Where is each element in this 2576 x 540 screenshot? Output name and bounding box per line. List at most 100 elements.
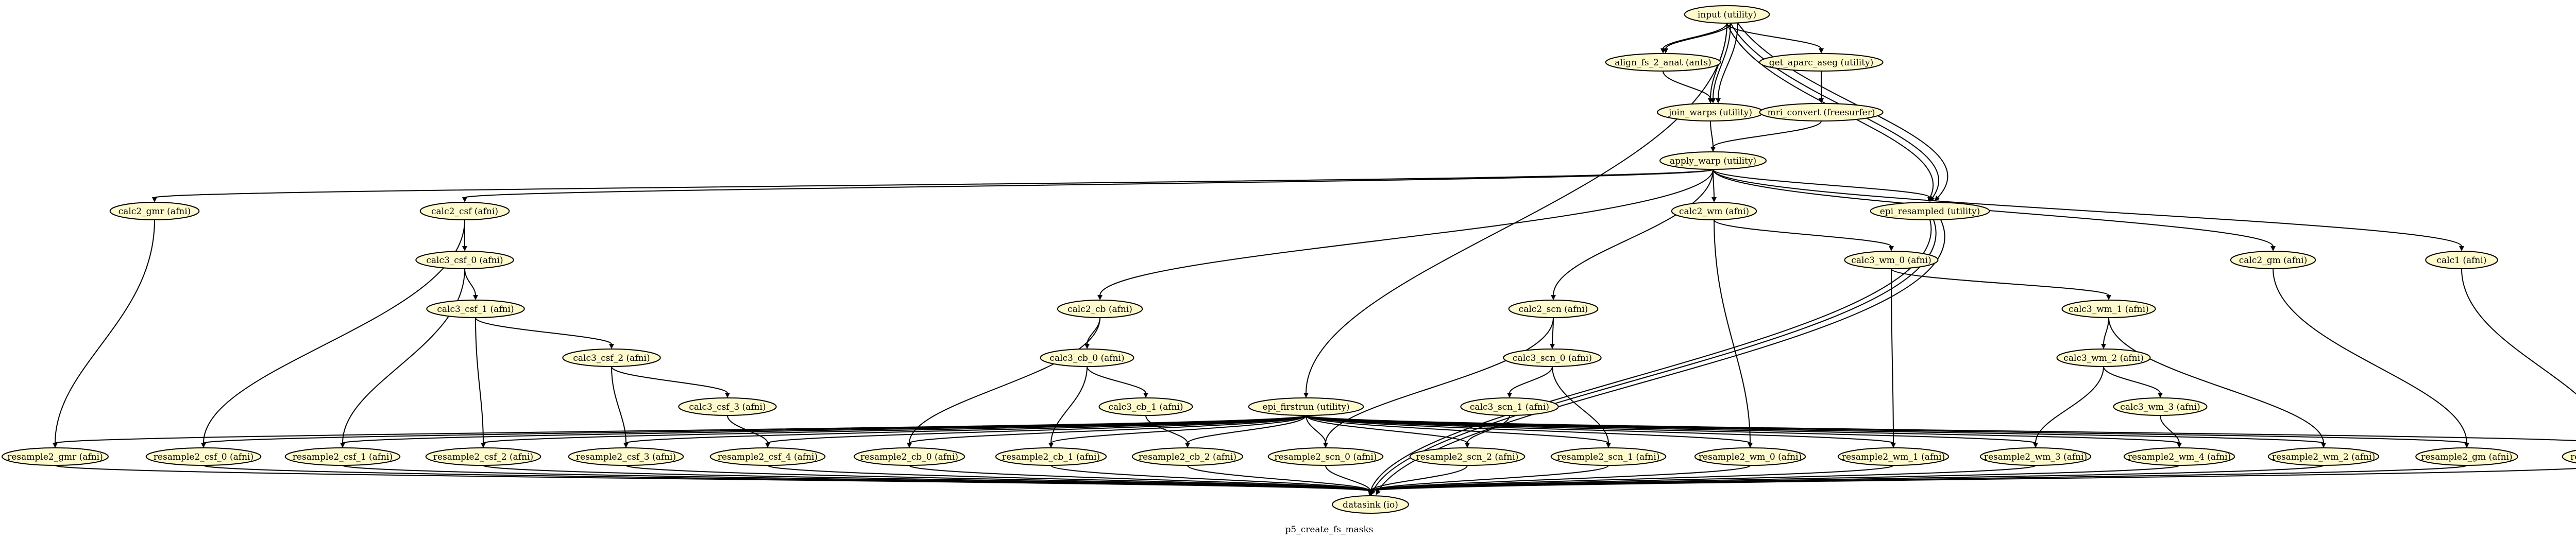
node-ellipse: [1837, 447, 1950, 466]
node-mri-convert: mri_convert (freesurfer): [1759, 103, 1884, 121]
edge-calc3_cb_0-to-rs_cb_1: [1050, 366, 1088, 444]
edge-rs_wm_3-to-datasink: [1370, 465, 2036, 492]
node-get-aparc: get_aparc_aseg (utility): [1759, 53, 1884, 72]
arrowhead-calc3_scn_0-to-calc3_scn_1: [1507, 393, 1512, 398]
node-label: get_aparc_aseg (utility): [1769, 58, 1874, 68]
edge-calc3_wm_3-to-rs_wm_4: [2160, 415, 2180, 444]
arrowhead-epi_firstrun-to-rs_gm: [2464, 443, 2469, 448]
edge-apply_warp-to-calc2_gm: [1713, 169, 2274, 247]
node-calc3-cb-1: calc3_cb_1 (afni): [1098, 397, 1193, 416]
node-rs-scn-2: resample2_scn_2 (afni): [1409, 447, 1526, 466]
node-label: calc2_scn (afni): [1519, 304, 1588, 315]
node-label: calc3_cb_0 (afni): [1049, 353, 1124, 363]
arrowhead-epi_firstrun-to-rs_cb_1: [1048, 443, 1054, 448]
node-label: resample2_scn_1 (afni): [1557, 452, 1660, 462]
node-ellipse: [1460, 397, 1559, 416]
arrowhead-mri_convert-to-apply_warp: [1710, 147, 1716, 152]
arrowhead-epi_firstrun-to-rs_cb_0: [907, 443, 912, 448]
node-label: resample2_wm_2 (afni): [2272, 452, 2375, 462]
edge-rs_scn_1-to-datasink: [1370, 465, 1609, 492]
node-label: resample2_scn_0 (afni): [1275, 452, 1377, 462]
arrowhead-apply_warp-to-calc2_scn: [1551, 295, 1556, 300]
edge-input-to-join_warps: [1713, 23, 1731, 99]
node-ellipse: [1332, 495, 1409, 514]
node-label: calc2_gmr (afni): [118, 206, 191, 217]
arrowhead-apply_warp-to-calc2_gm: [2270, 246, 2276, 251]
edge-calc3_cb_1-to-rs_cb_2: [1145, 415, 1188, 444]
node-ellipse: [1057, 300, 1143, 318]
node-label: resample2_csf_2 (afni): [433, 452, 533, 462]
edge-calc3_csf_1-to-rs_csf_2: [475, 317, 484, 444]
node-label: resample2_scn_2 (afni): [1416, 452, 1519, 462]
node-ellipse: [1098, 397, 1193, 416]
edge-calc3_csf_1-to-calc3_csf_2: [475, 317, 612, 345]
node-label: epi_resampled (utility): [1880, 206, 1980, 217]
node-label: calc1 (afni): [2437, 255, 2487, 266]
edge-epi_firstrun-to-rs_scn_0: [1306, 415, 1326, 444]
arrowhead-epi_firstrun-to-rs_wm_2: [2321, 443, 2326, 448]
arrowhead-epi_firstrun-to-rs_csf_4: [765, 443, 770, 448]
edge-mri_convert-to-apply_warp: [1713, 120, 1822, 148]
node-ellipse: [2415, 447, 2518, 466]
edge-epi_firstrun-to-rs_csf_2: [483, 415, 1307, 444]
node-calc3-scn-0: calc3_scn_0 (afni): [1503, 349, 1602, 367]
arrowhead-input-to-align: [1663, 48, 1668, 54]
arrowhead-epi_firstrun-to-rs_scn_2: [1465, 443, 1470, 448]
node-rs-wm-4: resample2_wm_4 (afni): [2123, 447, 2235, 466]
edge-input-to-join_warps: [1718, 23, 1738, 99]
node-label: resample2_csf_0 (afni): [154, 452, 253, 462]
node-ellipse: [1659, 151, 1767, 170]
arrowhead-apply_warp-to-epi_resampled: [1927, 197, 1933, 202]
arrowhead-rs1-to-datasink: [1368, 491, 1373, 496]
node-ellipse: [2061, 300, 2156, 318]
node-label: resample2_gmr (afni): [7, 452, 103, 462]
node-rs-csf-0: resample2_csf_0 (afni): [145, 447, 262, 466]
edge-epi_firstrun-to-rs_gmr: [55, 415, 1307, 444]
node-rs-cb-2: resample2_cb_2 (afni): [1131, 447, 1244, 466]
node-label: mri_convert (freesurfer): [1768, 108, 1875, 118]
edge-epi_firstrun-to-rs1: [1306, 415, 2576, 442]
node-ellipse: [1759, 103, 1884, 121]
node-label: resample2_wm_4 (afni): [2128, 452, 2231, 462]
node-label: resample2_cb_2 (afni): [1139, 452, 1236, 462]
node-ellipse: [2056, 349, 2151, 367]
node-ellipse: [2113, 397, 2208, 416]
node-label: resample2_csf_3 (afni): [576, 452, 676, 462]
node-ellipse: [1503, 349, 1602, 367]
node-label: resample2_wm_3 (afni): [1984, 452, 2087, 462]
edge-apply_warp-to-calc2_wm: [1713, 169, 1715, 198]
node-rs-gmr: resample2_gmr (afni): [2, 447, 109, 466]
node-label: calc3_wm_0 (afni): [1851, 255, 1931, 266]
node-ellipse: [419, 202, 510, 220]
node-ellipse: [568, 447, 684, 466]
edge-rs1-to-datasink: [1370, 468, 2576, 492]
node-label: epi_firstrun (utility): [1262, 402, 1349, 412]
node-label: apply_warp (utility): [1670, 156, 1756, 166]
edge-apply_warp-to-calc2_scn: [1553, 169, 1714, 296]
edge-calc3_csf_2-to-calc3_csf_3: [611, 366, 728, 394]
edge-rs_cb_0-to-datasink: [909, 465, 1371, 492]
node-ellipse: [1508, 300, 1599, 318]
edge-input-to-align: [1665, 23, 1731, 49]
node-align: align_fs_2_anat (ants): [1605, 53, 1721, 72]
node-label: calc3_csf_1 (afni): [437, 304, 514, 315]
node-calc3-wm-3: calc3_wm_3 (afni): [2113, 397, 2208, 416]
graph-caption: p5_create_fs_masks: [1285, 525, 1374, 535]
node-label: resample2_csf_1 (afni): [293, 452, 393, 462]
node-rs-wm-2: resample2_wm_2 (afni): [2267, 447, 2380, 466]
node-rs-wm-3: resample2_wm_3 (afni): [1979, 447, 2092, 466]
edge-epi_firstrun-to-rs_cb_0: [909, 415, 1307, 444]
node-calc2-cb: calc2_cb (afni): [1057, 300, 1143, 318]
node-calc2-scn: calc2_scn (afni): [1508, 300, 1599, 318]
edge-epi_resampled-to-datasink: [1370, 219, 1932, 492]
arrowhead-epi_firstrun-to-rs_wm_4: [2177, 443, 2182, 448]
node-rs-csf-2: resample2_csf_2 (afni): [425, 447, 541, 466]
node-calc3-csf-2: calc3_csf_2 (afni): [562, 349, 661, 367]
node-rs-csf-3: resample2_csf_3 (afni): [568, 447, 684, 466]
edge-calc3_csf_0-to-calc3_csf_1: [464, 268, 476, 296]
edge-epi_firstrun-to-rs_scn_1: [1306, 415, 1609, 444]
arrowhead-epi_firstrun-to-rs_wm_0: [1748, 443, 1753, 448]
edge-calc3_scn_0-to-calc3_scn_1: [1509, 366, 1553, 394]
edge-calc3_wm_1-to-rs_wm_2: [2108, 317, 2324, 444]
edge-calc3_wm_2-to-calc3_wm_3: [2103, 366, 2161, 394]
